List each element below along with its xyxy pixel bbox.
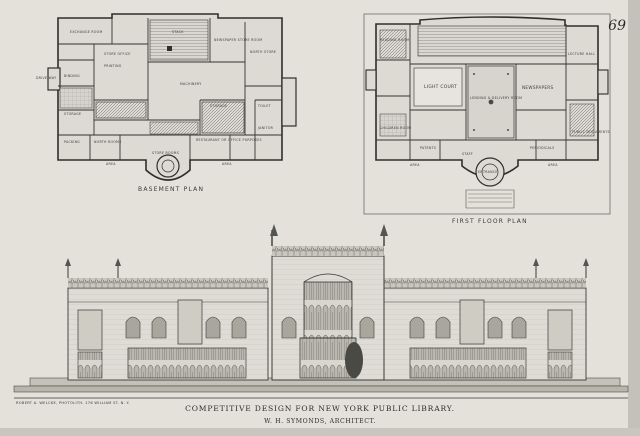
room-label-newspapers: NEWSPAPERS <box>522 85 554 90</box>
room-label-north-store: NORTH STORE <box>250 50 277 54</box>
room-label-entrance: ENTRANCE <box>478 170 498 174</box>
room-label-binding: BINDING <box>64 74 80 78</box>
room-label-lending: LENDING & DELIVERY ROOM <box>470 96 523 100</box>
room-label-stack: STACK <box>172 30 184 34</box>
page-number: 69 <box>608 18 626 34</box>
first-floor-plan-drawing <box>363 13 611 215</box>
room-label-printing: PRINTING <box>104 64 122 68</box>
basement-plan-drawing <box>47 13 297 181</box>
room-label-packing: PACKING <box>64 140 81 144</box>
room-label-area-2: AREA <box>222 162 232 166</box>
room-label-store-office: STORE OFFICE <box>104 52 131 56</box>
room-label-north-rooms: NORTH ROOMS <box>94 140 122 144</box>
basement-plan-title: BASEMENT PLAN <box>138 186 205 193</box>
room-label-public-documents: PUBLIC DOCUMENTS <box>572 130 610 134</box>
room-label-children: CHILDREN ROOM <box>380 126 412 130</box>
room-label-newspaper: NEWSPAPER STORE ROOM <box>214 38 263 42</box>
front-elevation-drawing <box>13 224 629 399</box>
room-label-exchange: EXCHANGE ROOM <box>70 30 103 34</box>
room-label-drive: DRIVE WAY <box>36 76 57 80</box>
room-label-store-rooms: STORE ROOMS <box>152 151 180 155</box>
architect-credit: W. H. SYMONDS, ARCHITECT. <box>264 418 376 425</box>
room-label-lecture: LECTURE HALL <box>568 52 596 56</box>
room-label-janitor: JANITOR <box>258 126 274 130</box>
room-label-area-1: AREA <box>106 162 116 166</box>
room-label-machinery: MACHINERY <box>180 82 202 86</box>
room-label-reading: READING ROOM <box>380 38 410 42</box>
room-label-area-right: AREA <box>548 163 558 167</box>
sheet-title: COMPETITIVE DESIGN FOR NEW YORK PUBLIC L… <box>185 404 455 413</box>
room-label-toilet: TOILET <box>258 104 271 108</box>
room-label-area-left: AREA <box>410 163 420 167</box>
room-label-storage-left: STORAGE <box>64 112 82 116</box>
room-label-light-court: LIGHT COURT <box>424 85 457 90</box>
room-label-restaurant: RESTAURANT OR OFFICE PURPOSES <box>196 138 262 142</box>
room-label-staff: STAFF <box>462 152 474 156</box>
room-label-periodicals: PERIODICALS <box>530 146 555 150</box>
lithographer-credit: ROBERT A. WELCKE, PHOTOLITH. 176 WILLIAM… <box>16 401 130 405</box>
room-label-patents: PATENTS <box>420 146 437 150</box>
first-floor-plan-title: FIRST FLOOR PLAN <box>452 218 528 225</box>
room-label-storage-right: STORAGE <box>210 104 228 108</box>
